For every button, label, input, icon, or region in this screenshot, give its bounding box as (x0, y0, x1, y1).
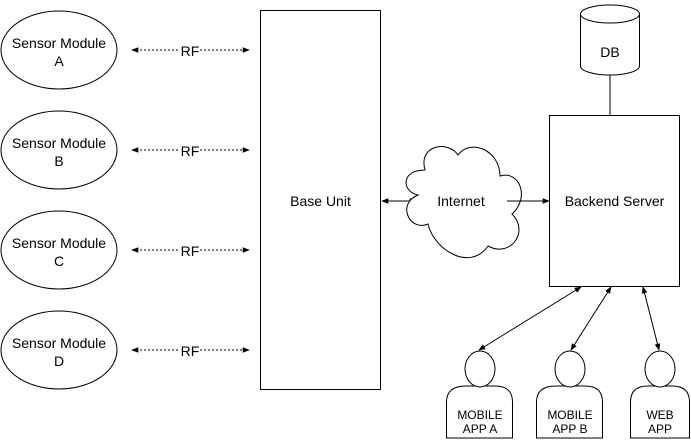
mobile-app-a-actor (446, 350, 513, 439)
database-label: DB (600, 44, 620, 60)
rf-label-a: RF (179, 43, 201, 59)
backend-server-box (549, 115, 680, 287)
rf-label-c: RF (179, 243, 201, 259)
internet-cloud (405, 146, 522, 258)
client-c-link (641, 286, 661, 351)
base-unit-label: Base Unit (290, 193, 351, 209)
sensor-module-b-node (0, 110, 118, 190)
sensor-module-c-node (0, 210, 118, 290)
client-b-link (570, 286, 612, 351)
sensor-module-d-node (0, 310, 118, 390)
sensor-module-a-node (0, 10, 118, 90)
client-a-link (478, 286, 582, 351)
web-app-actor (630, 350, 690, 439)
base-unit-box (260, 10, 381, 390)
rf-label-d: RF (179, 343, 201, 359)
database-cylinder (580, 4, 640, 76)
internet-label: Internet (437, 193, 485, 209)
rf-label-b: RF (179, 143, 201, 159)
mobile-app-b-actor (536, 350, 603, 439)
backend-server-label: Backend Server (564, 193, 665, 209)
